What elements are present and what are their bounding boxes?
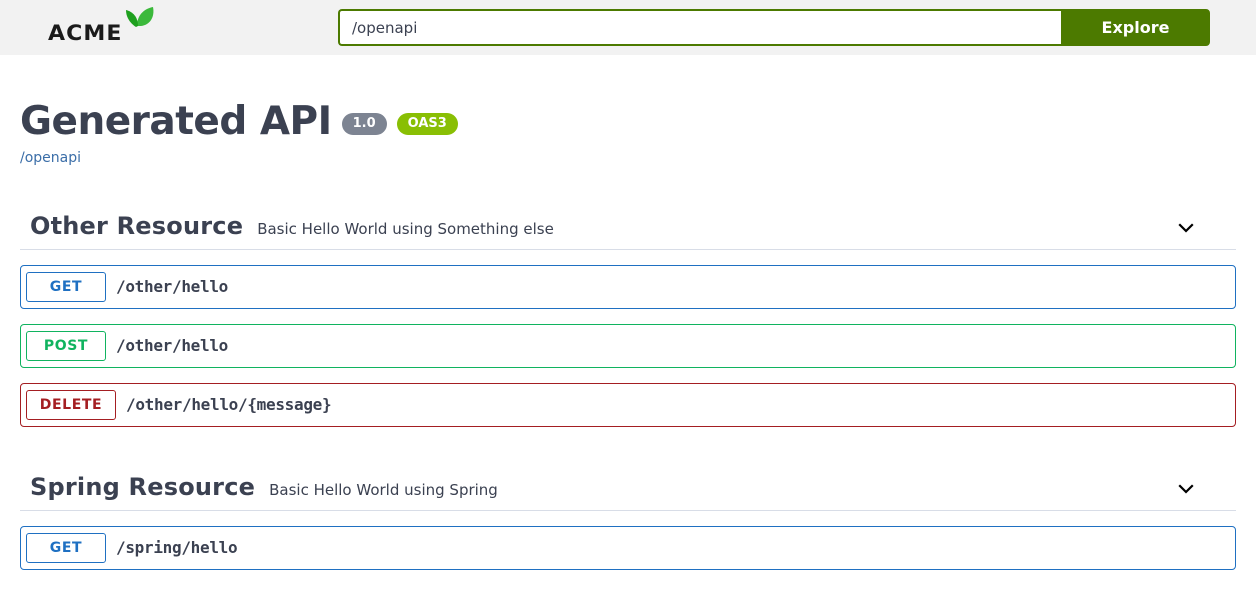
version-badge: 1.0 bbox=[341, 113, 387, 136]
tag-description: Basic Hello World using Spring bbox=[269, 480, 498, 499]
http-method-badge: GET bbox=[26, 271, 106, 302]
api-title-row: Generated API 1.0 OAS3 bbox=[20, 99, 1236, 144]
tag-header-spring-resource[interactable]: Spring Resource Basic Hello World using … bbox=[20, 473, 1236, 511]
chevron-down-icon[interactable] bbox=[1176, 479, 1196, 499]
operation-list-other-resource: GET /other/hello POST /other/hello DELET… bbox=[20, 264, 1236, 427]
page-title: Generated API bbox=[20, 99, 332, 144]
tag-section-spring-resource: Spring Resource Basic Hello World using … bbox=[20, 473, 1236, 570]
swagger-ui-content: Generated API 1.0 OAS3 /openapi Other Re… bbox=[0, 55, 1256, 570]
leaf-icon bbox=[121, 4, 157, 38]
spec-url-link[interactable]: /openapi bbox=[20, 149, 82, 166]
operation-path: /spring/hello bbox=[116, 538, 238, 558]
http-method-badge: POST bbox=[26, 330, 106, 361]
explore-button[interactable]: Explore bbox=[1061, 9, 1210, 46]
operation-get-spring-hello[interactable]: GET /spring/hello bbox=[20, 525, 1236, 570]
tag-description: Basic Hello World using Something else bbox=[257, 219, 554, 238]
spec-url-input[interactable] bbox=[338, 9, 1061, 46]
operation-path: /other/hello bbox=[116, 277, 228, 297]
tag-section-other-resource: Other Resource Basic Hello World using S… bbox=[20, 212, 1236, 427]
operation-list-spring-resource: GET /spring/hello bbox=[20, 525, 1236, 570]
operation-path: /other/hello/{message} bbox=[126, 395, 332, 415]
logo-text: ACME bbox=[48, 20, 123, 45]
tag-name: Spring Resource bbox=[30, 472, 256, 501]
top-bar: ACME Explore bbox=[0, 0, 1256, 55]
operation-post-other-hello[interactable]: POST /other/hello bbox=[20, 323, 1236, 368]
operation-delete-other-hello-message[interactable]: DELETE /other/hello/{message} bbox=[20, 382, 1236, 427]
operation-get-other-hello[interactable]: GET /other/hello bbox=[20, 264, 1236, 309]
http-method-badge: DELETE bbox=[26, 389, 116, 420]
brand-logo[interactable]: ACME bbox=[48, 6, 157, 48]
tag-name: Other Resource bbox=[30, 211, 244, 240]
api-info: Generated API 1.0 OAS3 /openapi bbox=[20, 55, 1236, 166]
tag-header-other-resource[interactable]: Other Resource Basic Hello World using S… bbox=[20, 212, 1236, 250]
http-method-badge: GET bbox=[26, 532, 106, 563]
oas-badge: OAS3 bbox=[396, 113, 458, 136]
chevron-down-icon[interactable] bbox=[1176, 218, 1196, 238]
operation-path: /other/hello bbox=[116, 336, 228, 356]
explore-bar: Explore bbox=[338, 9, 1210, 46]
